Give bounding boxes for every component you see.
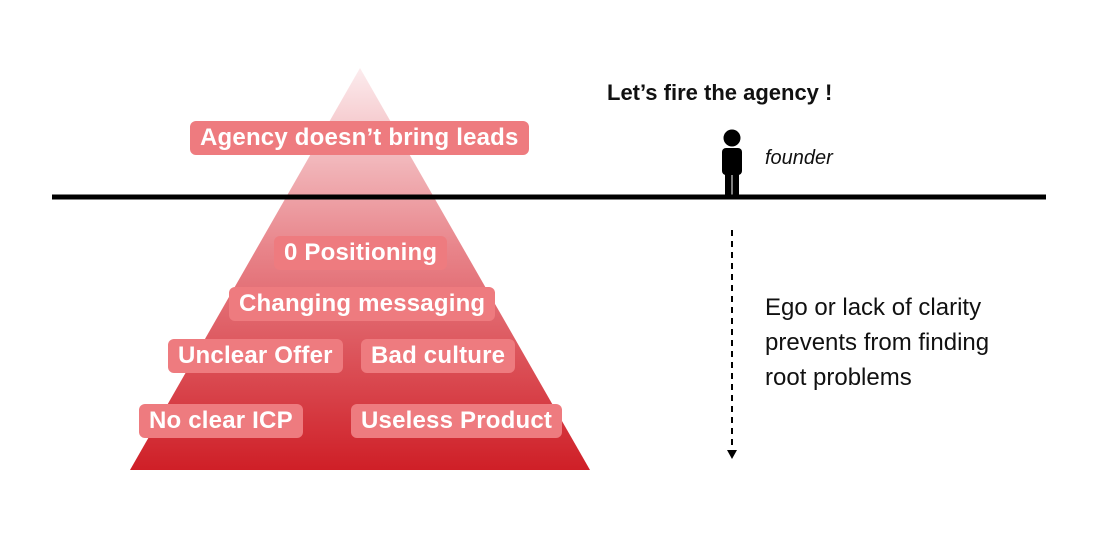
label-agency-no-leads: Agency doesn’t bring leads xyxy=(190,121,529,155)
label-unclear-offer: Unclear Offer xyxy=(168,339,343,373)
label-no-clear-icp: No clear ICP xyxy=(139,404,303,438)
diagram-heading: Let’s fire the agency ! xyxy=(607,80,833,105)
label-bad-culture: Bad culture xyxy=(361,339,516,373)
note-line: prevents from finding xyxy=(765,329,990,356)
person-icon xyxy=(722,129,742,197)
label-zero-positioning: 0 Positioning xyxy=(274,236,448,270)
label-useless-product: Useless Product xyxy=(351,404,563,438)
explanation-note: Ego or lack of clarity prevents from fin… xyxy=(765,290,1065,395)
note-line: root problems xyxy=(765,364,912,391)
founder-label: founder xyxy=(765,147,833,169)
dashed-down-arrow-icon xyxy=(727,230,737,459)
note-line: Ego or lack of clarity xyxy=(765,294,982,321)
label-changing-messaging: Changing messaging xyxy=(229,287,496,321)
